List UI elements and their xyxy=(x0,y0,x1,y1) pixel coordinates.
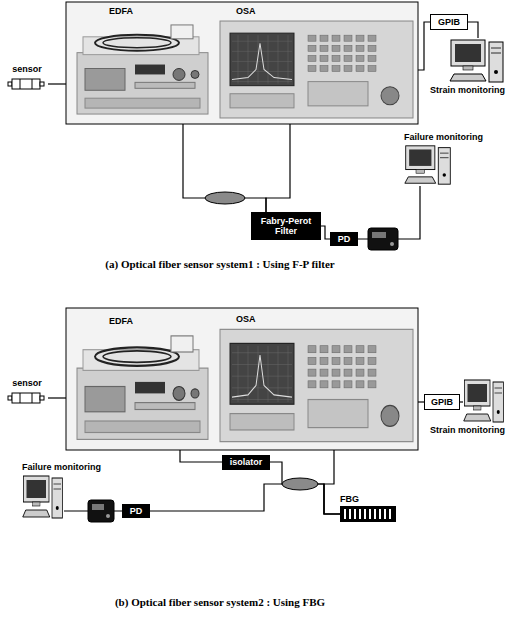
fiber-line xyxy=(324,444,340,514)
edfa-photo xyxy=(75,329,210,444)
sensor-symbol xyxy=(6,391,48,405)
computer-icon: Failure monitoring xyxy=(22,474,64,520)
interface-box: GPIB xyxy=(430,14,468,30)
fiber-line xyxy=(468,22,478,38)
power-meter xyxy=(88,500,114,522)
osa-photo xyxy=(218,19,415,120)
node-label: GPIB xyxy=(438,17,460,27)
node-label: Failure monitoring xyxy=(22,462,101,472)
fiber-line xyxy=(266,120,290,212)
fiber-coupler xyxy=(205,192,245,204)
fiber-line xyxy=(270,462,340,514)
component-box: PD xyxy=(330,232,358,246)
node-label: PD xyxy=(130,506,143,516)
computer-drawing xyxy=(463,378,505,424)
sensor-probe: sensor xyxy=(6,64,48,92)
fbg-grating: FBG xyxy=(340,506,396,522)
fiber-coupler xyxy=(282,478,318,490)
computer-icon: Failure monitoring xyxy=(404,144,452,186)
edfa-instrument: EDFA xyxy=(75,6,210,118)
node-label: OSA xyxy=(218,6,415,16)
osa-instrument: OSA xyxy=(218,6,415,120)
figure-caption: (a) Optical fiber sensor system1 : Using… xyxy=(30,258,410,270)
figure-caption: (b) Optical fiber sensor system2 : Using… xyxy=(30,596,410,608)
component-box: Fabry-Perot Filter xyxy=(251,212,321,240)
node-label: Fabry-Perot Filter xyxy=(254,216,318,237)
component-box: isolator xyxy=(222,455,270,470)
edfa-instrument: EDFA xyxy=(75,316,210,444)
photo-frame xyxy=(66,308,418,450)
fiber-line xyxy=(183,118,266,212)
fiber-line xyxy=(321,226,330,239)
grating-drawing xyxy=(340,506,396,522)
computer-icon: Strain monitoring xyxy=(463,378,505,424)
interface-box: GPIB xyxy=(424,394,460,410)
sensor-symbol xyxy=(6,77,48,91)
component-box: PD xyxy=(122,504,150,518)
osa-photo xyxy=(218,327,415,444)
node-label: sensor xyxy=(6,64,48,74)
fiber-line xyxy=(460,401,463,402)
sensor-probe: sensor xyxy=(6,378,48,406)
node-label: PD xyxy=(338,234,351,244)
photo-frame xyxy=(66,2,418,124)
node-label: Strain monitoring xyxy=(430,85,505,95)
node-label: Strain monitoring xyxy=(430,425,505,435)
computer-icon: Strain monitoring xyxy=(449,38,505,84)
node-label: FBG xyxy=(340,494,359,504)
osa-instrument: OSA xyxy=(218,314,415,444)
node-label: sensor xyxy=(6,378,48,388)
edfa-photo xyxy=(75,19,210,118)
node-label: EDFA xyxy=(75,316,210,326)
node-label: isolator xyxy=(230,457,263,467)
node-label: OSA xyxy=(218,314,415,324)
power-meter xyxy=(368,228,398,250)
node-label: EDFA xyxy=(75,6,210,16)
node-label: Failure monitoring xyxy=(404,132,483,142)
computer-drawing xyxy=(449,38,505,84)
computer-drawing xyxy=(22,474,64,520)
node-label: GPIB xyxy=(431,397,453,407)
computer-drawing xyxy=(404,144,452,186)
